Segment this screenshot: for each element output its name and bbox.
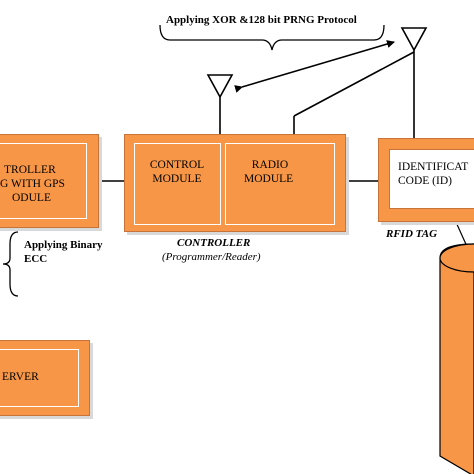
control-module-line1: CONTROL [149,159,205,171]
identification-line1: IDENTIFICAT [398,161,469,173]
server-inner [0,349,79,407]
gps-controller-inner [0,143,87,219]
radio-module-line1: RADIO [251,159,289,171]
control-module-box [134,143,221,225]
programmer-reader-caption: (Programmer/Reader) [162,251,261,263]
rfid-tag-caption: RFID TAG [386,228,438,240]
link-antenna-to-radio [293,51,415,117]
gps-controller-line2: G WITH GPS [0,178,65,190]
radio-module-box [225,143,335,225]
server-box [0,340,90,416]
rfid-tag-box [378,138,474,222]
gps-controller-line3: ODULE [12,192,51,204]
ecc-brace [2,231,19,297]
protocol-brace [159,24,385,51]
database-cylinder-icon [439,199,474,474]
controller-caption: CONTROLLER [177,237,251,249]
identification-line2: CODE (ID) [398,175,452,187]
ecc-label-line2: ECC [24,253,48,265]
protocol-label: Applying XOR &128 bit PRNG Protocol [166,14,357,26]
server-label: ERVER [2,371,39,383]
radio-module-line2: MODULE [244,173,294,185]
ecc-label-line1: Applying Binary [24,239,103,251]
wireless-link-arrow [234,40,395,93]
control-module-line2: MODULE [152,173,202,185]
gps-controller-box [0,134,99,228]
controller-box [124,134,346,232]
identification-code-box [389,149,474,209]
gps-controller-line1: TROLLER [4,164,56,176]
